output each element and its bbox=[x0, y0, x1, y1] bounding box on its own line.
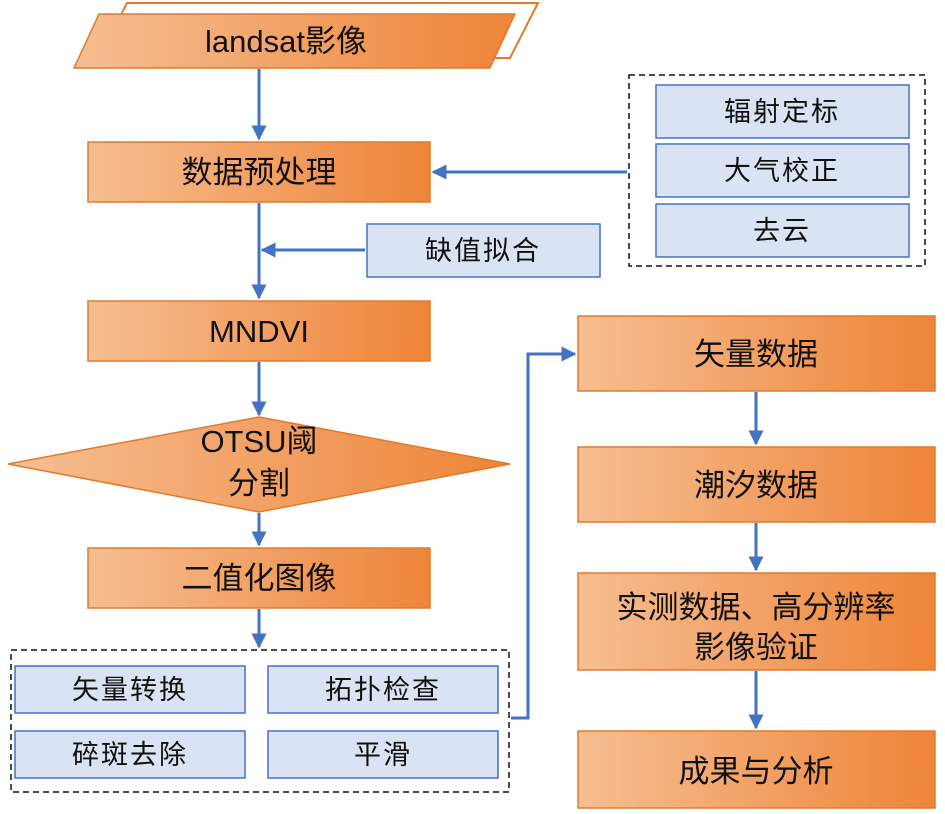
otsu-label-line1: OTSU阈 bbox=[200, 424, 317, 459]
validation-box bbox=[577, 572, 936, 671]
validation-node: 实测数据、高分辨率 影像验证 bbox=[577, 572, 936, 671]
binary-box bbox=[87, 547, 431, 609]
tide-data-box bbox=[577, 446, 936, 523]
binary-node: 二值化图像 bbox=[87, 547, 431, 609]
preprocess-node: 数据预处理 bbox=[87, 141, 431, 203]
vector-data-box bbox=[577, 315, 936, 392]
preprocess-box bbox=[87, 141, 431, 203]
gap-fill-box bbox=[366, 223, 601, 278]
step-label-cloud: 去云 bbox=[753, 216, 811, 247]
post-steps-group: 矢量转换 拓扑检查 碎斑去除 平滑 bbox=[10, 649, 510, 793]
vector-data-node: 矢量数据 bbox=[577, 315, 936, 392]
landsat-label: landsat影像 bbox=[205, 24, 367, 59]
preprocess-steps-group: 辐射定标 大气校正 去云 bbox=[628, 74, 926, 267]
step-box-atmospheric bbox=[655, 143, 910, 198]
post-box-patch bbox=[14, 730, 246, 779]
results-label: 成果与分析 bbox=[679, 754, 834, 789]
post-box-vector bbox=[14, 665, 246, 714]
landsat-shape bbox=[72, 13, 517, 69]
otsu-node: OTSU阈 分割 bbox=[7, 416, 511, 513]
vector-data-label: 矢量数据 bbox=[694, 337, 818, 372]
tide-data-node: 潮汐数据 bbox=[577, 446, 936, 523]
landsat-node: landsat影像 bbox=[72, 1, 540, 69]
post-label-patch: 碎斑去除 bbox=[72, 740, 188, 771]
otsu-diamond bbox=[7, 416, 511, 513]
step-label-radiometric: 辐射定标 bbox=[724, 97, 840, 128]
mndvi-node: MNDVI bbox=[87, 300, 431, 362]
gap-fill-label: 缺值拟合 bbox=[425, 236, 541, 267]
tide-data-label: 潮汐数据 bbox=[694, 468, 818, 503]
preprocess-label: 数据预处理 bbox=[182, 155, 337, 190]
validation-label-line2: 影像验证 bbox=[694, 630, 818, 665]
results-box bbox=[577, 730, 936, 809]
post-box-smooth bbox=[267, 730, 499, 779]
mndvi-label: MNDVI bbox=[209, 314, 309, 349]
binary-label: 二值化图像 bbox=[182, 561, 337, 596]
gap-fill-node: 缺值拟合 bbox=[366, 223, 601, 278]
step-box-cloud bbox=[655, 203, 910, 258]
step-label-atmospheric: 大气校正 bbox=[724, 156, 840, 187]
mndvi-box bbox=[87, 300, 431, 362]
post-label-smooth: 平滑 bbox=[354, 740, 412, 771]
results-node: 成果与分析 bbox=[577, 730, 936, 809]
otsu-label-line2: 分割 bbox=[228, 466, 290, 501]
post-box-topology bbox=[267, 665, 499, 714]
post-label-topology: 拓扑检查 bbox=[325, 675, 441, 706]
preprocess-steps-border bbox=[628, 74, 926, 267]
step-box-radiometric bbox=[655, 84, 910, 139]
validation-label-line1: 实测数据、高分辨率 bbox=[617, 590, 896, 625]
post-label-vector: 矢量转换 bbox=[72, 675, 188, 706]
arrow-post-to-vector bbox=[511, 346, 577, 720]
